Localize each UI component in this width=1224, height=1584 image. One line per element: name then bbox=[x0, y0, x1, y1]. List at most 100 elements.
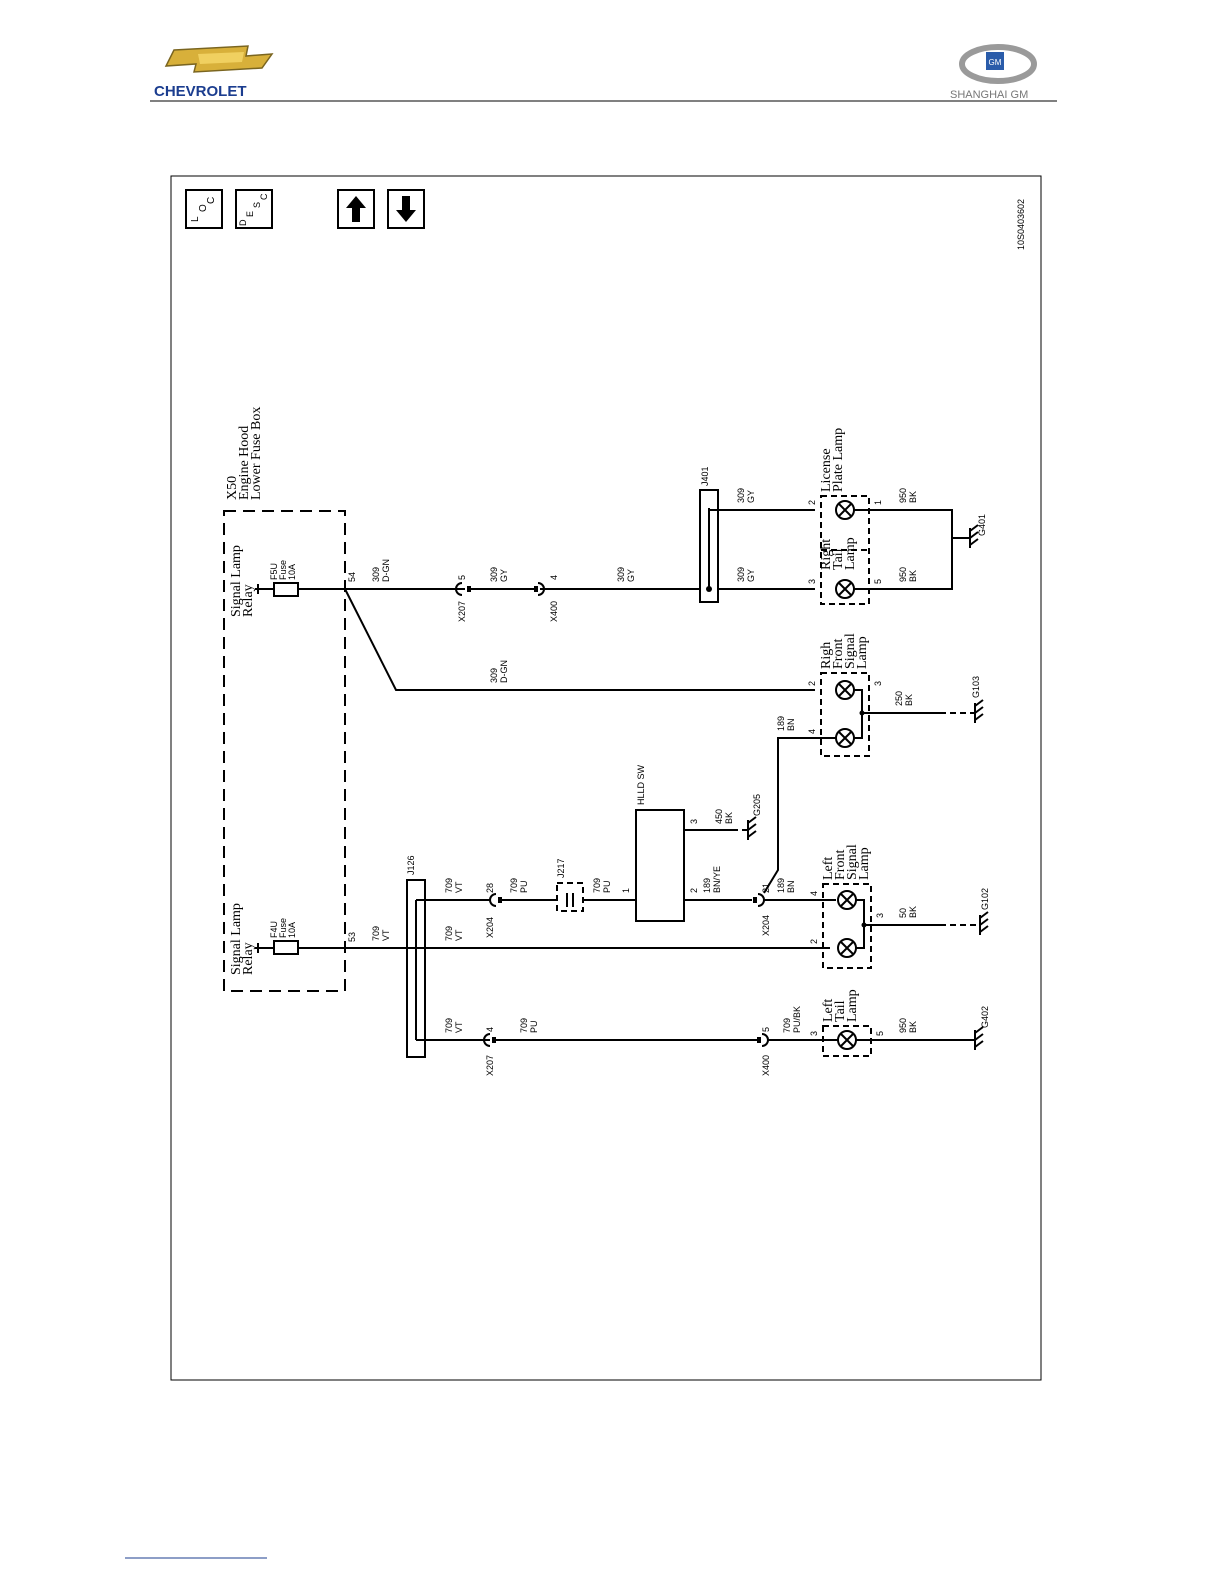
wire-label: VT bbox=[454, 1021, 464, 1033]
gm-badge: GM bbox=[989, 58, 1002, 67]
license-plate-label: License Plate Lamp bbox=[819, 428, 846, 492]
arrow-up-button[interactable] bbox=[337, 189, 375, 229]
wire-label: 309 bbox=[736, 567, 746, 582]
left-tail-label: Left Tail Lamp bbox=[821, 989, 860, 1022]
g401-ground-icon bbox=[952, 524, 979, 548]
desc-char: D bbox=[238, 219, 248, 226]
wire-label: 309 bbox=[616, 567, 626, 582]
g103-ground-icon bbox=[974, 699, 984, 723]
wire-label: 309 bbox=[371, 567, 381, 582]
wire-label: 450 bbox=[714, 809, 724, 824]
wire-label: D-GN bbox=[499, 660, 509, 683]
ground-labels: G401 G103 G205 G102 G402 bbox=[752, 514, 990, 1028]
g102-ground-icon bbox=[979, 911, 989, 935]
loc-button[interactable]: L O C bbox=[185, 189, 223, 229]
pin-label: 21 bbox=[761, 883, 771, 893]
component-label: Front bbox=[831, 639, 846, 669]
x204-connector-b bbox=[757, 893, 765, 907]
component-label: Tail bbox=[833, 1000, 848, 1022]
arrow-down-button[interactable] bbox=[387, 189, 425, 229]
wire-label: 250 bbox=[894, 691, 904, 706]
wire-label: 709 bbox=[509, 878, 519, 893]
j401-label: J401 bbox=[700, 466, 710, 486]
license-plate-lamp bbox=[835, 500, 855, 520]
pin-label: 3 bbox=[689, 819, 699, 824]
wire-label: 189 bbox=[776, 716, 786, 731]
right-front-signal-lamp bbox=[835, 680, 855, 748]
wire-label: PU/BK bbox=[792, 1006, 802, 1033]
connector-label: X207 bbox=[457, 601, 467, 622]
pin-label: 54 bbox=[347, 572, 357, 582]
fuse-label: Fuse bbox=[278, 918, 288, 938]
shanghai-gm-logo-text: SHANGHAI GM bbox=[950, 89, 1028, 101]
pin-label: 5 bbox=[457, 575, 467, 580]
ground-label: G205 bbox=[752, 794, 762, 816]
desc-char: C bbox=[259, 193, 269, 200]
wire-label: 709 bbox=[592, 878, 602, 893]
pin-label: 4 bbox=[809, 891, 819, 896]
pin-label: 5 bbox=[875, 1031, 885, 1036]
desc-button[interactable]: D E S C bbox=[235, 189, 273, 229]
wire-label: 50 bbox=[898, 908, 908, 918]
pin-label: 3 bbox=[875, 913, 885, 918]
pin-label: 2 bbox=[689, 888, 699, 893]
right-front-label: Righ Front Signal Lamp bbox=[819, 633, 870, 669]
x400-connector bbox=[537, 582, 545, 596]
pin-label: 4 bbox=[485, 1027, 495, 1032]
wire-label: 709 bbox=[371, 926, 381, 941]
wire-label: BK bbox=[908, 570, 918, 582]
pin-label: 2 bbox=[809, 939, 819, 944]
ground-label: G402 bbox=[980, 1006, 990, 1028]
pin-label: 4 bbox=[807, 729, 817, 734]
wire-labels: 309 D-GN 309 GY 309 GY 309 GY 309 GY 309… bbox=[371, 488, 918, 1033]
pin-label: 5 bbox=[873, 579, 883, 584]
connector-label: X400 bbox=[549, 601, 559, 622]
ground-label: G102 bbox=[980, 888, 990, 910]
wire-label: 709 bbox=[444, 1018, 454, 1033]
wire-309-dgn-b bbox=[344, 588, 815, 691]
fuse-box-outline bbox=[223, 510, 346, 992]
diagram-frame bbox=[170, 175, 1042, 1381]
fuse-box-line: Engine Hood bbox=[237, 426, 252, 500]
wire-label: GY bbox=[746, 569, 756, 582]
wire-label: GY bbox=[499, 569, 509, 582]
desc-char: S bbox=[252, 202, 262, 208]
relay-label: Relay bbox=[241, 942, 256, 975]
fuse-label: 10A bbox=[287, 564, 297, 580]
wire-label: D-GN bbox=[381, 559, 391, 582]
pin-label: 1 bbox=[873, 500, 883, 505]
fuse-box-line: Lower Fuse Box bbox=[249, 407, 264, 500]
pin-label: 1 bbox=[621, 888, 631, 893]
ground-label: G103 bbox=[971, 676, 981, 698]
fuse-label: F5U bbox=[269, 563, 279, 580]
arrow-up-icon bbox=[346, 196, 366, 222]
relay-label: Relay bbox=[241, 584, 256, 617]
wire-label: VT bbox=[454, 881, 464, 893]
fuse-label: F4U bbox=[269, 921, 279, 938]
pin-label: 5 bbox=[761, 1027, 771, 1032]
component-pins: 3 5 2 1 2 4 3 1 2 3 4 2 3 3 5 bbox=[621, 500, 885, 1036]
hlld-switch bbox=[635, 809, 685, 922]
wire-label: 709 bbox=[444, 878, 454, 893]
wire-label: BK bbox=[908, 1021, 918, 1033]
component-label: Lamp bbox=[857, 847, 872, 880]
chevrolet-bowtie-icon bbox=[164, 45, 274, 73]
component-label: Lamp bbox=[855, 636, 870, 669]
page-header: CHEVROLET GM SHANGHAI GM bbox=[150, 40, 1060, 104]
left-front-label: Left Front Signal Lamp bbox=[821, 844, 872, 880]
component-label: Tail bbox=[831, 548, 846, 570]
f4u-fuse: Signal Lamp Relay F4U Fuse 10A 53 bbox=[229, 903, 357, 975]
chevrolet-logo-text: CHEVROLET bbox=[154, 83, 247, 100]
diagram-id: 10S0403602 bbox=[1016, 199, 1026, 250]
right-tail-label: Right Tail Lamp bbox=[819, 537, 858, 570]
j126-label: J126 bbox=[406, 855, 416, 875]
component-label: Right bbox=[819, 539, 834, 570]
left-front-signal-lamp bbox=[837, 890, 857, 958]
component-label: Lamp bbox=[843, 537, 858, 570]
wire-label: PU bbox=[602, 880, 612, 893]
wire-label: 950 bbox=[898, 488, 908, 503]
j217-connector bbox=[556, 882, 584, 912]
left-tail-lamp bbox=[837, 1030, 857, 1050]
pin-label: 4 bbox=[549, 575, 559, 580]
wire-label: BK bbox=[908, 491, 918, 503]
